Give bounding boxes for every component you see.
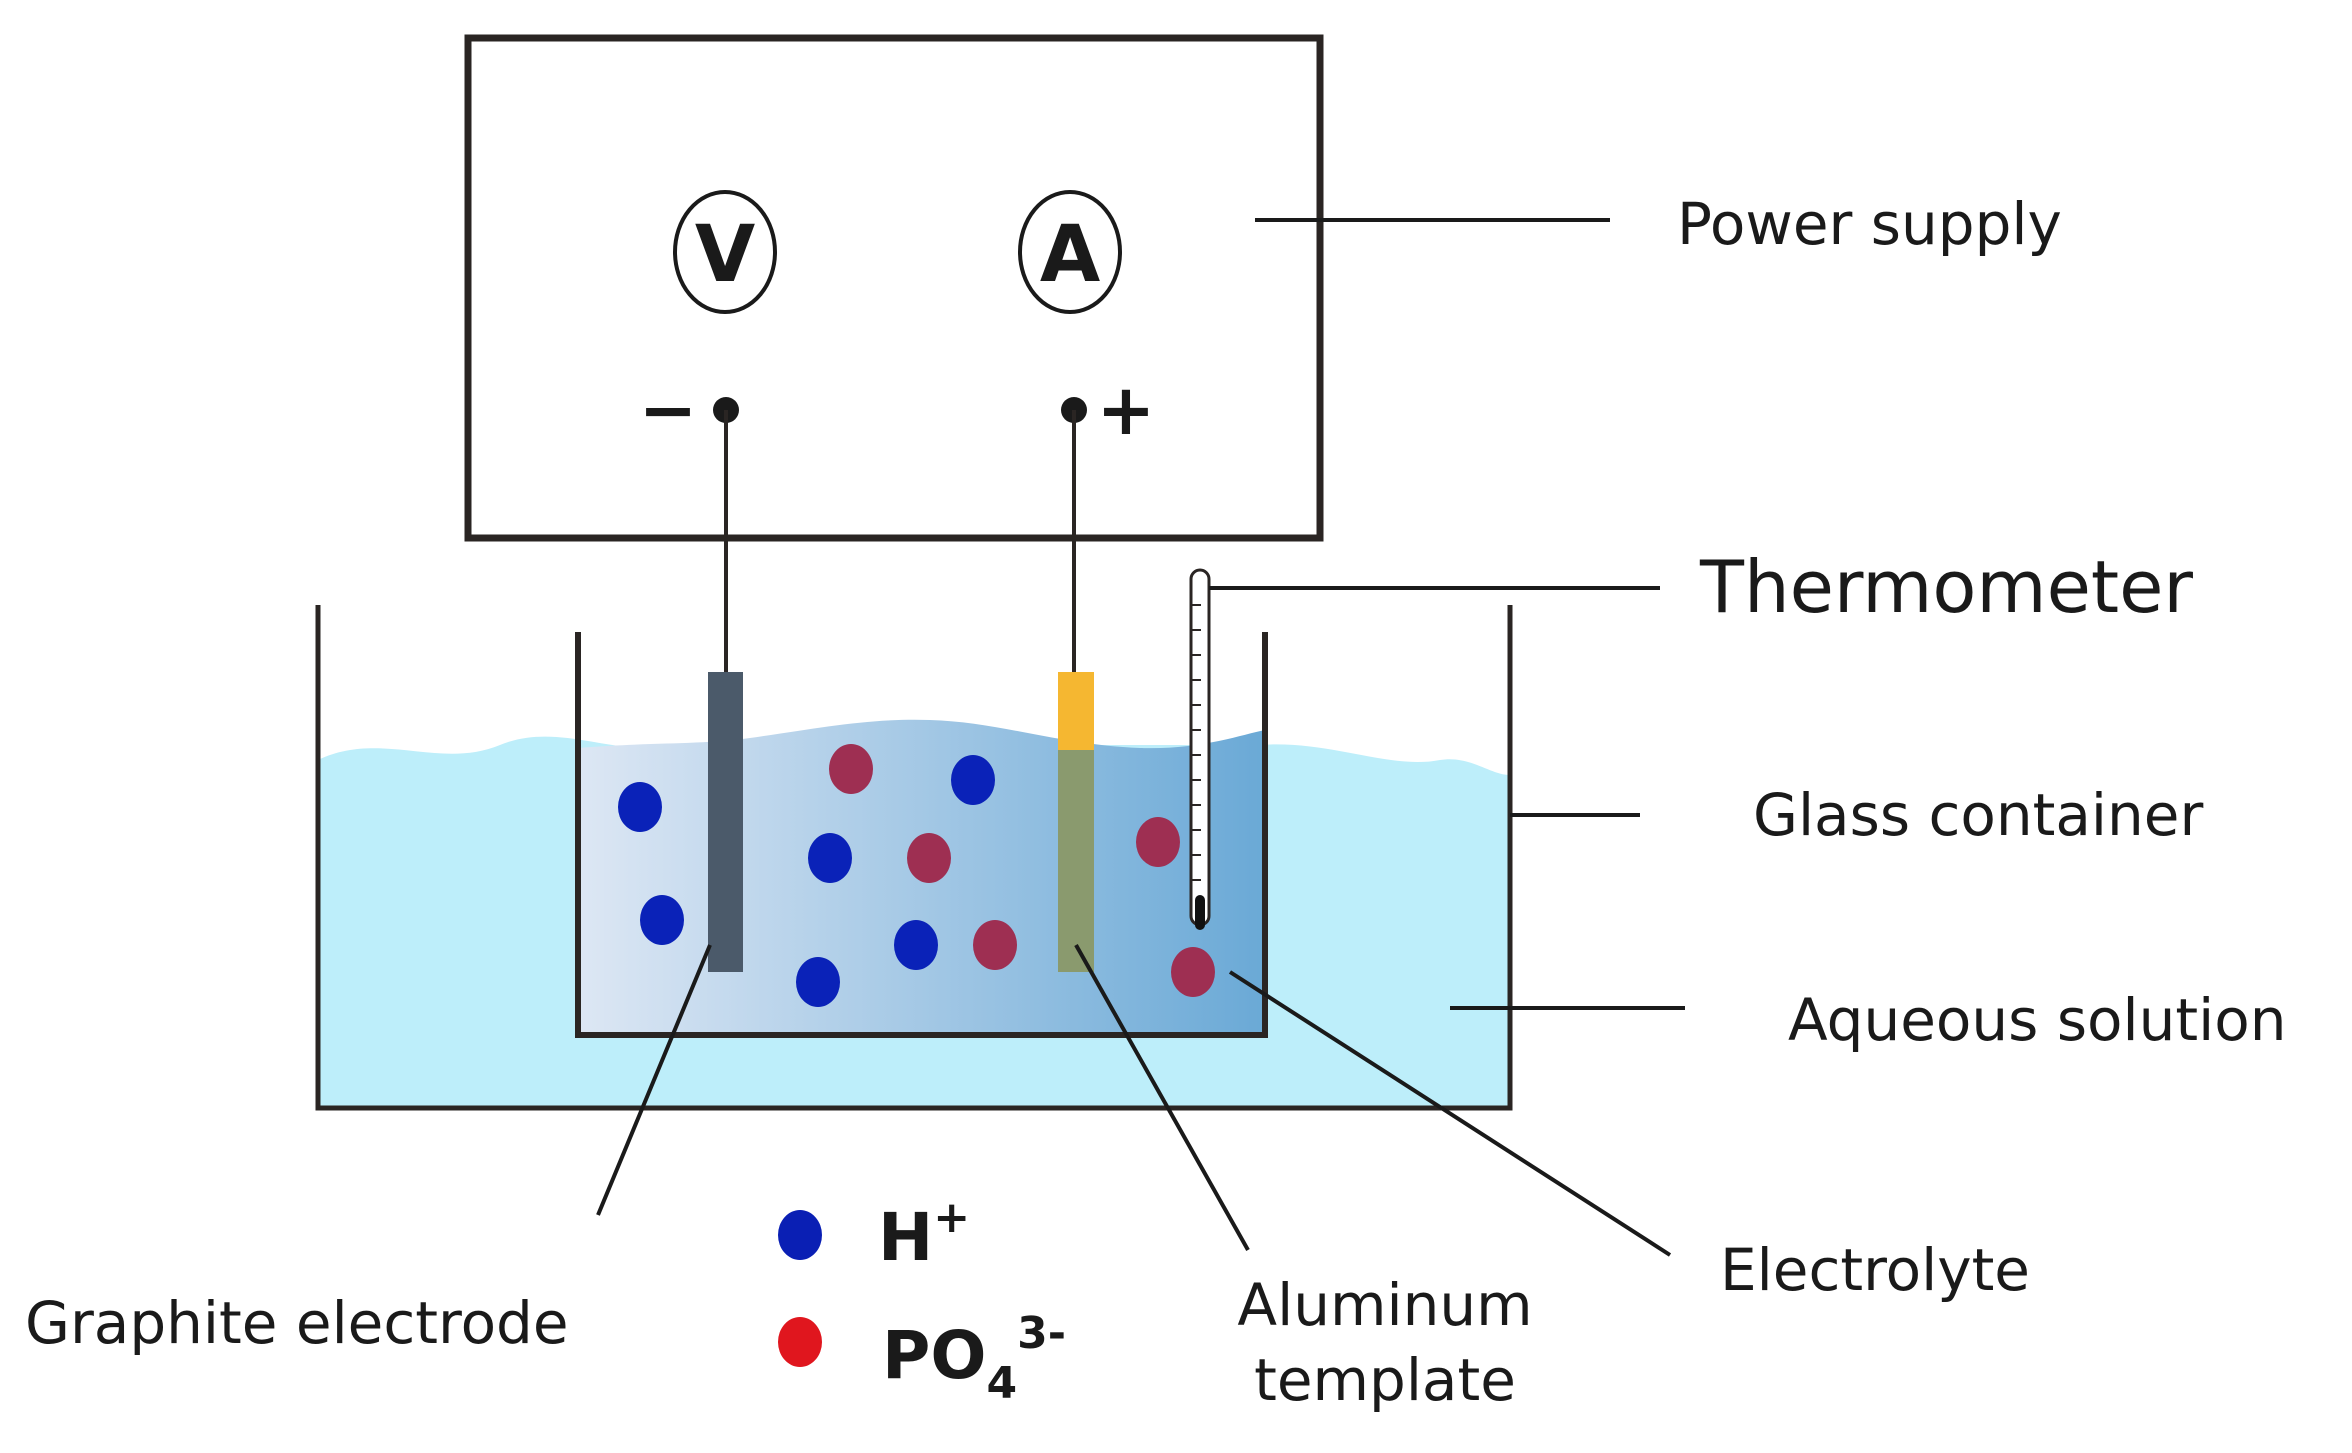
inner-vessel-outline xyxy=(575,632,1268,1038)
voltmeter-symbol: V xyxy=(695,210,755,300)
graphite-electrode xyxy=(708,672,743,972)
h-ion xyxy=(951,755,995,805)
aluminum-template-leader xyxy=(1074,944,1250,1251)
aluminum-template-dry xyxy=(1058,672,1094,752)
po4-ion xyxy=(973,920,1017,970)
legend: H+ PO43- xyxy=(778,1192,1066,1409)
h-ion xyxy=(808,833,852,883)
power-supply-label: Power supply xyxy=(1677,190,2062,258)
negative-terminal-sign: − xyxy=(639,369,698,451)
aqueous-solution-label: Aqueous solution xyxy=(1788,986,2287,1054)
glass-container-outline xyxy=(315,605,1513,1111)
aluminum-template-label-line2: template xyxy=(1254,1346,1516,1414)
legend-h-ion-swatch xyxy=(778,1210,822,1260)
h-ion xyxy=(640,895,684,945)
positive-terminal-sign: + xyxy=(1097,369,1156,451)
legend-po4-ion-label: PO43- xyxy=(882,1308,1066,1409)
h-ions xyxy=(618,755,995,1007)
aluminum-template-submerged xyxy=(1058,750,1094,972)
po4-ion xyxy=(1171,947,1215,997)
h-ion xyxy=(796,957,840,1007)
h-ion xyxy=(618,782,662,832)
thermometer-icon xyxy=(1189,568,1211,930)
graphite-electrode-leader xyxy=(596,944,712,1216)
voltmeter-icon: V xyxy=(673,190,777,314)
po4-ion xyxy=(907,833,951,883)
legend-po4-ion-swatch xyxy=(778,1317,822,1367)
legend-h-ion-label: H+ xyxy=(878,1192,970,1276)
electrolyte-leader xyxy=(1228,970,1672,1257)
ammeter-icon: A xyxy=(1018,190,1122,314)
power-supply-box xyxy=(464,34,1324,542)
thermometer-label: Thermometer xyxy=(1699,545,2193,629)
aluminum-template-label-line1: Aluminum xyxy=(1237,1271,1532,1339)
graphite-electrode-label: Graphite electrode xyxy=(25,1289,569,1357)
glass-container-label: Glass container xyxy=(1753,781,2203,849)
po4-ion xyxy=(829,744,873,794)
po4-ion xyxy=(1136,817,1180,867)
electrolyte-label: Electrolyte xyxy=(1720,1236,2030,1304)
po4-ions xyxy=(829,744,1215,997)
h-ion xyxy=(894,920,938,970)
ammeter-symbol: A xyxy=(1040,210,1100,300)
